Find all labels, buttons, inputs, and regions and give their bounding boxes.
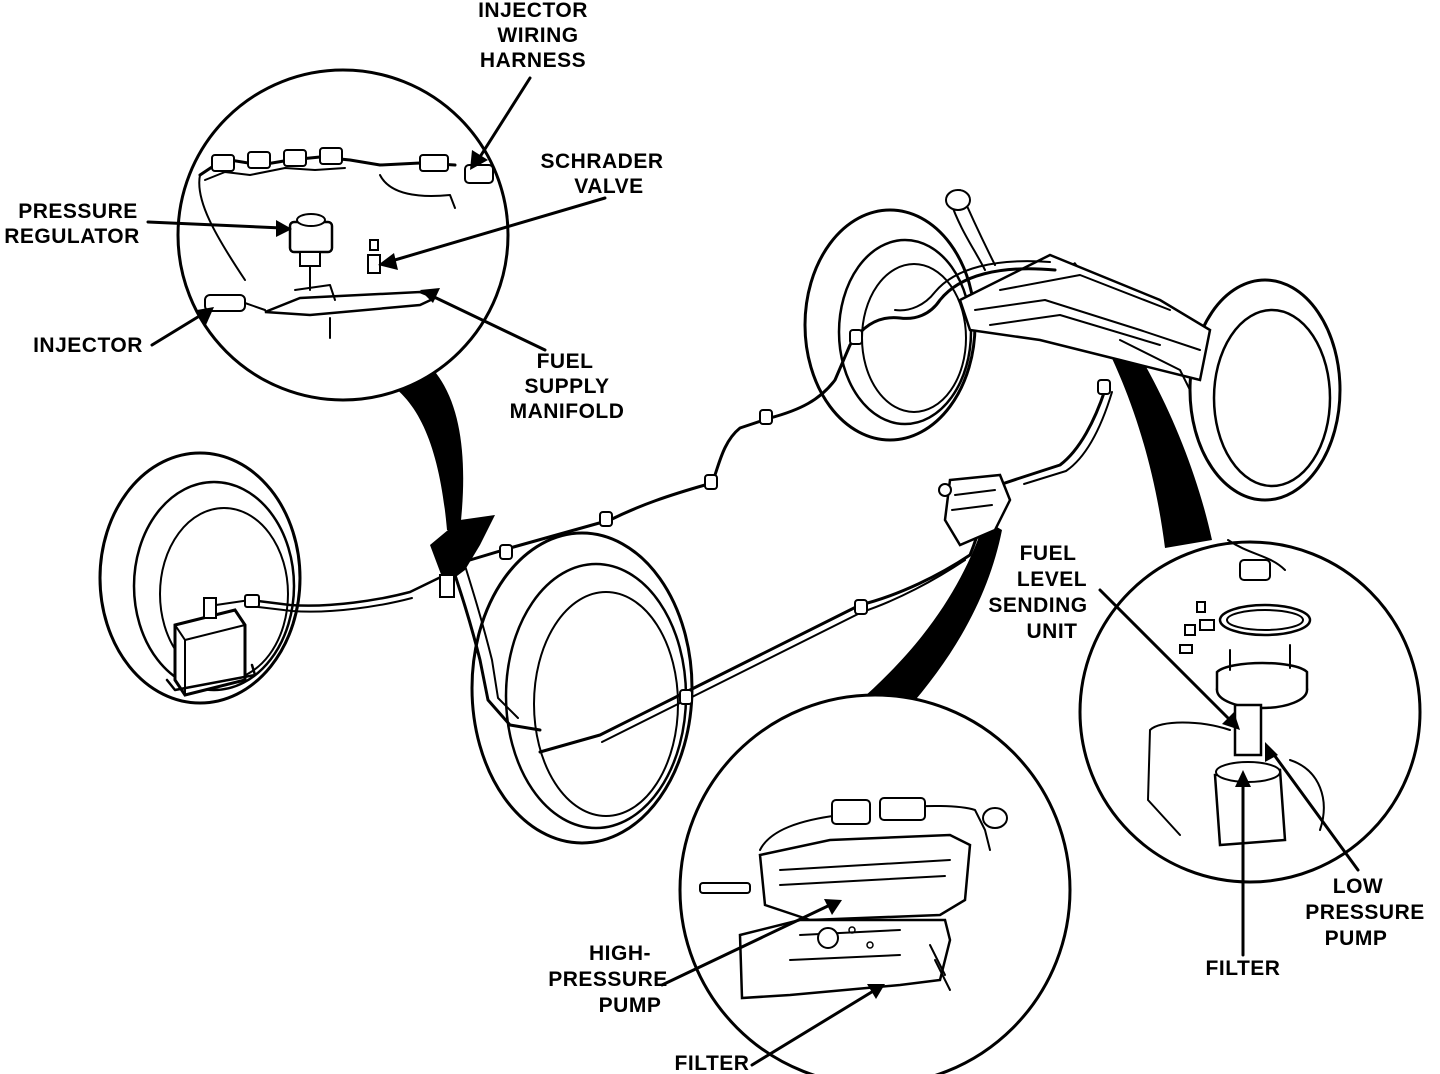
vapor-canister [165,594,260,697]
callout-band-pump [855,520,1002,712]
callout-band-injection [383,366,464,530]
leader-arrows [146,76,1360,1067]
svg-text:HIGH-: HIGH- [589,942,651,965]
svg-text:UNIT: UNIT [1027,620,1078,643]
svg-text:SENDING: SENDING [988,594,1087,617]
svg-text:INJECTOR: INJECTOR [33,334,143,357]
svg-text:PUMP: PUMP [1325,927,1388,950]
svg-text:REGULATOR: REGULATOR [4,225,140,248]
callout-band-tank [1062,262,1212,548]
svg-text:LOW: LOW [1333,875,1383,898]
svg-text:WIRING: WIRING [497,24,578,47]
svg-text:SUPPLY: SUPPLY [524,375,609,398]
svg-text:LEVEL: LEVEL [1017,568,1087,591]
front-right-wheel [1188,278,1342,502]
label-pressure-regulator: PRESSURE REGULATOR [4,200,140,248]
label-filter-tank: FILTER [1206,957,1281,980]
svg-text:VALVE: VALVE [574,175,643,198]
fuel-tank-frame [945,189,1212,391]
svg-text:SCHRADER: SCHRADER [540,150,663,173]
svg-text:FILTER: FILTER [675,1052,750,1074]
svg-text:HARNESS: HARNESS [480,49,586,72]
label-schrader-valve: SCHRADER VALVE [540,150,663,198]
label-fuel-supply-manifold: FUEL SUPPLY MANIFOLD [510,350,625,423]
label-injector-wiring-harness: INJECTOR WIRING HARNESS [478,0,588,72]
center-wheel [470,531,694,845]
detail-circle-injection [176,68,510,402]
label-filter-pump: FILTER [675,1052,750,1074]
detail-circle-pump [678,693,1072,1074]
manifold-junction [430,515,495,598]
svg-text:MANIFOLD: MANIFOLD [510,400,625,423]
svg-text:FILTER: FILTER [1206,957,1281,980]
svg-text:PUMP: PUMP [599,994,662,1017]
svg-text:FUEL: FUEL [537,350,594,373]
svg-text:FUEL: FUEL [1020,542,1077,565]
svg-text:INJECTOR: INJECTOR [478,0,588,22]
pump-assembly-on-car [938,473,1012,547]
detail-circle-tank [1078,539,1422,884]
label-fuel-level-sending-unit: FUEL LEVEL SENDING UNIT [988,542,1087,643]
svg-text:PRESSURE: PRESSURE [1305,901,1425,924]
svg-text:PRESSURE: PRESSURE [18,200,138,223]
label-high-pressure-pump: HIGH- PRESSURE PUMP [548,942,668,1017]
front-left-wheel [803,208,977,442]
svg-text:PRESSURE: PRESSURE [548,968,668,991]
label-injector: INJECTOR [33,334,143,357]
label-low-pressure-pump: LOW PRESSURE PUMP [1305,875,1425,950]
left-rear-wheel [98,451,302,705]
